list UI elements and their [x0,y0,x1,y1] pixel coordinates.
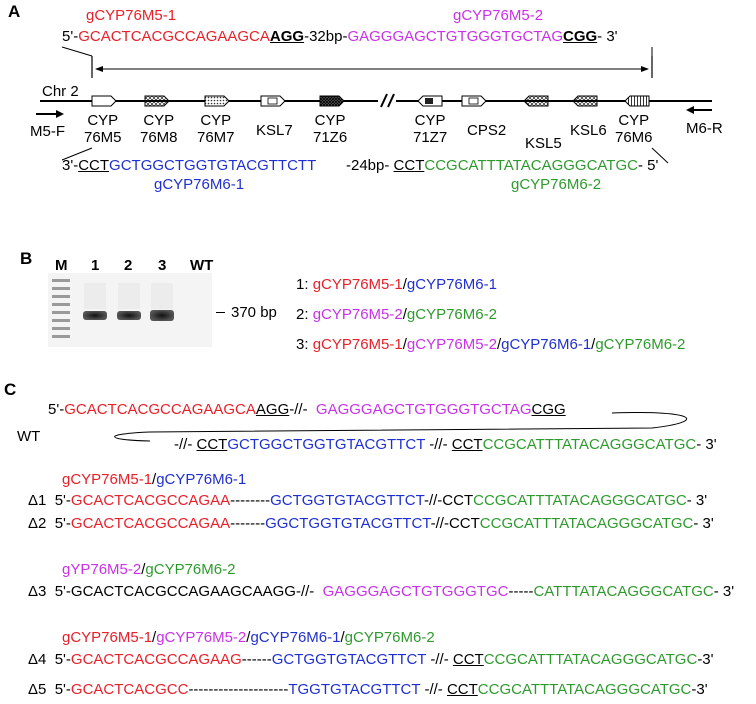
ladder-band [52,311,70,314]
gene-label-cyp76m6: CYP 76M6 [615,112,653,146]
ladder-band [52,319,70,322]
panel-c-label: C [4,380,17,399]
band-lane-2 [117,311,141,320]
lane-label-marker: M [55,257,68,274]
delta-1-row: Δ1 5'-GCACTCACGCCAGAA--------GCTGGTGTACG… [28,492,708,509]
guide-label-m6-2: gCYP76M6-2 [511,176,602,193]
guide-label-m5-2: gCYP76M5-2 [453,7,544,24]
delta-4-row: Δ4 5'-GCACTCACGCCAGAAG------GCTGGTGTACGT… [28,651,714,668]
guide-label-m5-1: gCYP76M5-1 [86,7,177,24]
seq-m6-2: CCGCATTTATACAGGGCATGC [424,157,638,174]
delta-5-row: Δ5 5'-GCACTCACGCC--------------------TGG… [28,681,708,698]
gene-label-cyp76m8: CYP 76M8 [140,112,178,146]
group-3-label: gCYP76M5-1/gCYP76M5-2/gCYP76M6-1/gCYP76M… [62,629,435,646]
locus-map [36,46,712,164]
gene-box-cyp76m6 [624,95,650,107]
gene-label-ksl5: KSL5 [525,135,562,152]
legend-2: 2: gCYP76M5-2/gCYP76M6-2 [296,306,497,323]
wt-line-1: 5'-GCACTCACGCCAGAAGCAAGG-//- GAGGGAGCTGT… [48,401,566,418]
gene-box-ksl6 [572,95,598,107]
gene-box-cyp76m5 [91,95,117,107]
group-1-label: gCYP76M5-1/gCYP76M6-1 [62,471,247,488]
gene-box-cyp76m7 [204,95,230,107]
primer-reverse: M6-R [686,120,723,137]
bottom-guide-sequence-2: -24bp- CCTCCGCATTTATACAGGGCATGC- 5' [346,157,659,174]
band-lane-1 [83,311,107,320]
delta-2-row: Δ2 5'-GCACTCACGCCAGAA-------GGCTGGTGTACG… [28,515,714,532]
gene-label-cyp71z6: CYP 71Z6 [313,112,348,146]
seq-m5-1: GCACTCACGCCAGAAGCA [78,28,270,45]
top-guide-sequence: 5'-GCACTCACGCCAGAAGCAAGG-32bp-GAGGGAGCTG… [62,28,618,45]
wt-label: WT [17,428,41,445]
ladder-band [52,335,70,338]
legend-3: 3: gCYP76M5-1/gCYP76M5-2/gCYP76M6-1/gCYP… [296,336,686,353]
gene-label-cyp76m5: CYP 76M5 [84,112,122,146]
lane-label-wt: WT [190,257,214,274]
ladder-band [52,287,70,290]
primer-forward: M5-F [30,123,65,140]
ladder-band [52,279,70,282]
lane-label-1: 1 [91,257,100,274]
gene-box-cyp76m8 [144,95,170,107]
seq-m6-1: GCTGGCTGGTGTACGTTCTT [109,157,317,174]
gene-label-cyp71z7: CYP 71Z7 [413,112,448,146]
pam-cct-2: CCT [393,157,425,174]
gene-label-cyp76m7: CYP 76M7 [197,112,235,146]
ladder-band [52,303,70,306]
lane-label-2: 2 [124,257,133,274]
delta-3-row: Δ3 5'-GCACTCACGCCAGAAGCAAGG-//- GAGGGAGC… [28,583,735,600]
bottom-guide-sequence: 3'-CCTGCTGGCTGGTGTACGTTCTT [62,157,317,174]
pam-cct-1: CCT [78,157,110,174]
pam-agg: AGG [269,28,305,45]
band-lane-3 [150,310,174,321]
gene-label-cps2: CPS2 [467,122,507,139]
legend-1: 1: gCYP76M5-1/gCYP76M6-1 [296,276,497,293]
guide-label-m6-1: gCYP76M6-1 [154,176,245,193]
gel-image [48,273,212,347]
pam-cgg: CGG [563,28,598,45]
gene-label-ksl6: KSL6 [570,122,607,139]
gene-label-ksl7: KSL7 [256,122,293,139]
gene-box-ksl7 [260,95,286,107]
panel-a-label: A [8,2,21,21]
ladder-band [52,295,70,298]
panel-b-label: B [20,249,33,268]
gene-box-cps2 [461,95,487,107]
gene-box-cyp71z6 [319,95,345,107]
wt-line-2: -//- CCTGCTGGCTGGTGTACGTTCT -//- CCTCCGC… [174,436,717,453]
chromosome-label: Chr 2 [42,83,79,100]
band-size-tick [216,312,225,313]
seq-m5-2: GAGGGAGCTGTGGGTGCTAG [347,28,563,45]
gene-box-ksl5 [523,95,549,107]
group-2-label: gYP76M5-2/gCYP76M6-2 [62,561,236,578]
band-size-label: 370 bp [231,304,277,321]
lane-label-3: 3 [158,257,167,274]
ladder-band [52,327,70,330]
